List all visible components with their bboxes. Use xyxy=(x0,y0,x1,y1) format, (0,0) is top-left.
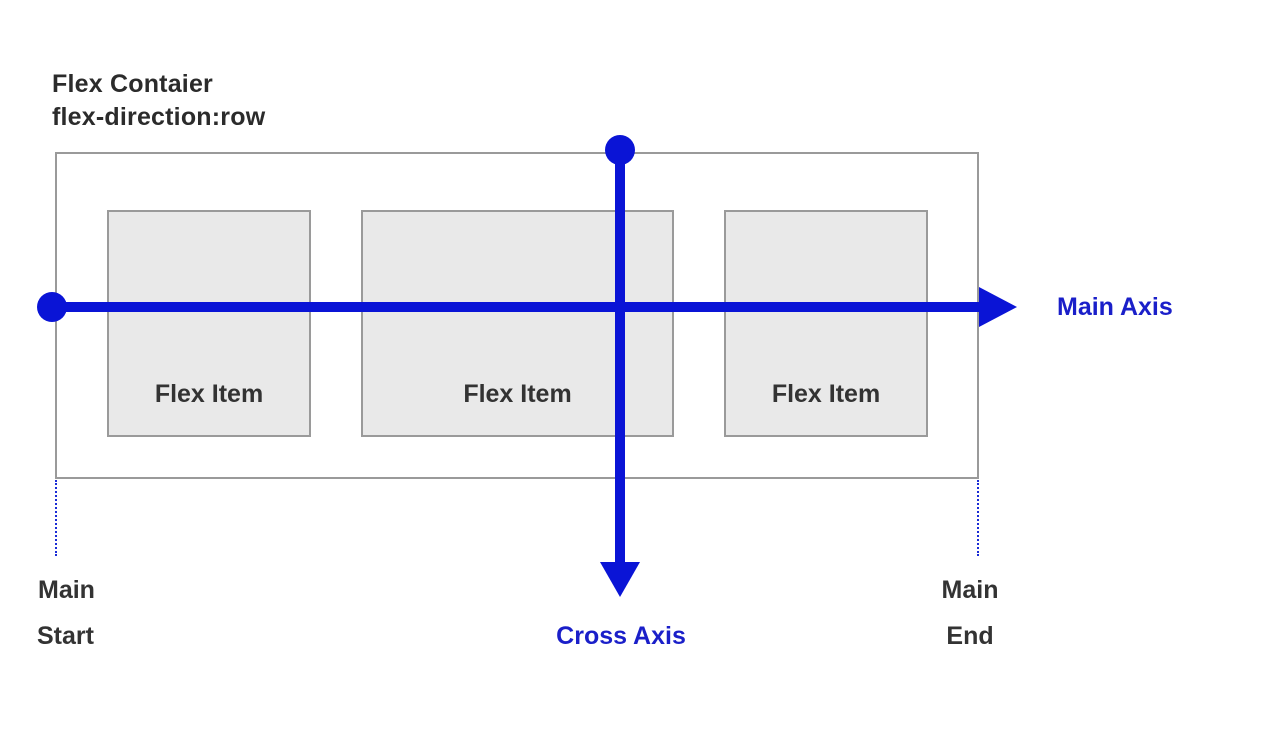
main-start-label-line2: Start xyxy=(37,622,94,650)
main-start-label-line1: Main xyxy=(38,576,95,604)
flex-item-3: Flex Item xyxy=(724,210,928,437)
flex-item-label: Flex Item xyxy=(154,380,264,408)
cross-axis-start-dot xyxy=(605,135,635,165)
main-end-label-line2: End xyxy=(946,622,994,650)
main-axis-label: Main Axis xyxy=(1057,293,1173,321)
cross-axis-label: Cross Axis xyxy=(556,622,686,650)
cross-axis-arrowhead xyxy=(600,562,640,597)
cross-axis-arrow xyxy=(600,135,640,597)
main-end-guide xyxy=(977,480,979,556)
flex-item-label: Flex Item xyxy=(771,380,881,408)
main-axis-start-dot xyxy=(37,292,67,322)
flex-item-label: Flex Item xyxy=(463,380,572,408)
container-title: Flex Contaier xyxy=(52,70,213,98)
main-end-label-line1: Main xyxy=(941,576,999,604)
main-axis-arrow xyxy=(37,287,1017,327)
flex-item-1: Flex Item xyxy=(107,210,311,437)
flex-direction-label: flex-direction:row xyxy=(52,103,266,131)
main-start-guide xyxy=(55,480,57,556)
main-axis-arrowhead xyxy=(979,287,1017,327)
